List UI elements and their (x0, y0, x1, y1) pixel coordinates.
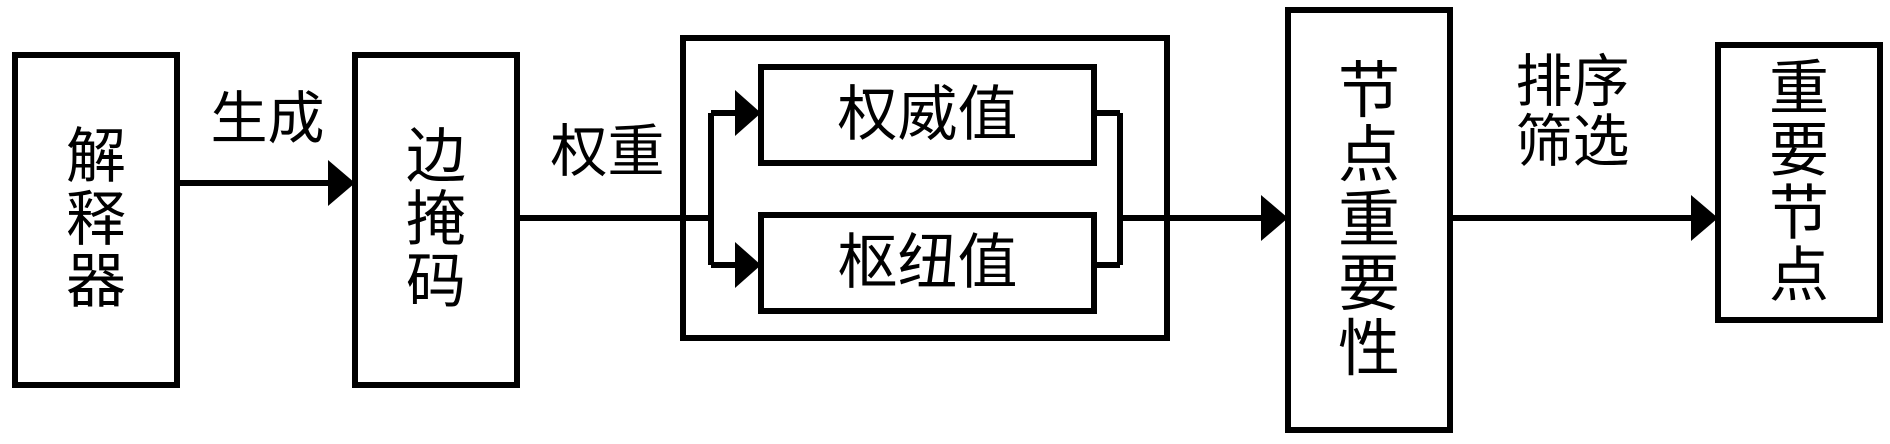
arrowhead-split-to-hub (735, 242, 761, 288)
node-label-authority-value: 权威值 (837, 79, 1018, 150)
node-label-important-nodes: 重 要 节 点 (1718, 45, 1880, 320)
node-label-interpreter-char-2: 器 (66, 247, 126, 318)
node-label-edge-mask-char-0: 边 (406, 122, 466, 193)
edge-label-generate-line-0: 生成 (210, 86, 325, 153)
node-label-node-importance-char-0: 节 (1337, 53, 1400, 127)
node-box-important-nodes[interactable] (1715, 42, 1883, 323)
node-box-hub-value[interactable] (758, 212, 1097, 314)
node-label-edge-mask: 边 掩 码 (355, 55, 517, 385)
node-box-interpreter[interactable] (12, 52, 180, 388)
node-label-important-nodes-char-3: 点 (1769, 240, 1829, 311)
node-label-node-importance-char-2: 重 (1337, 182, 1400, 256)
arrowhead-merge-to-node-importance (1261, 195, 1288, 241)
node-label-important-nodes-char-0: 重 (1769, 53, 1829, 124)
node-label-interpreter-char-0: 解 (66, 122, 126, 193)
edge-label-rank-filter: 排序 筛选 (1455, 40, 1690, 185)
node-label-node-importance-char-1: 点 (1337, 118, 1400, 192)
node-label-interpreter-char-1: 释 (66, 184, 126, 255)
node-label-edge-mask-char-2: 码 (406, 247, 466, 318)
node-label-node-importance-char-4: 性 (1337, 311, 1400, 385)
edge-label-weight-line-0: 权重 (550, 119, 665, 186)
arrowhead-node-importance-to-important-nodes (1691, 195, 1718, 241)
node-label-node-importance: 节 点 重 要 性 (1288, 10, 1450, 430)
edge-label-weight: 权重 (520, 118, 695, 188)
node-label-hub-value: 枢纽值 (837, 227, 1018, 298)
node-label-node-importance-char-3: 要 (1337, 247, 1400, 321)
edge-label-rank-filter-line-0: 排序 (1515, 49, 1630, 116)
arrowhead-interpreter-to-edge-mask (328, 160, 355, 206)
arrowhead-split-to-authority (735, 90, 761, 136)
node-box-node-importance[interactable] (1285, 7, 1453, 433)
node-label-interpreter: 解 释 器 (15, 55, 177, 385)
node-label-important-nodes-char-2: 节 (1769, 178, 1829, 249)
node-label-important-nodes-char-1: 要 (1769, 116, 1829, 187)
edge-label-generate: 生成 (180, 85, 355, 155)
node-box-edge-mask[interactable] (352, 52, 520, 388)
node-label-edge-mask-char-1: 掩 (406, 184, 466, 255)
edge-label-rank-filter-line-1: 筛选 (1515, 108, 1630, 175)
